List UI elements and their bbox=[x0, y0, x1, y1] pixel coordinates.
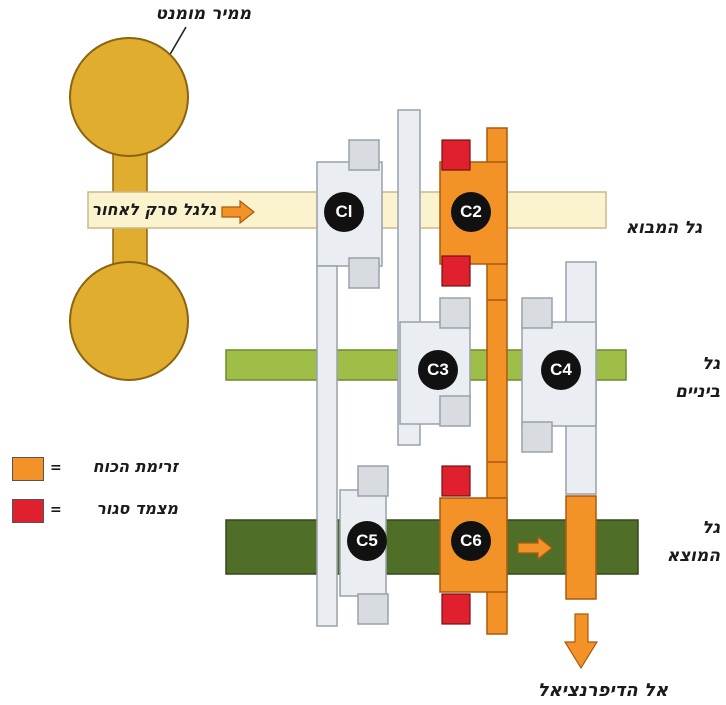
badge-c1: Cl bbox=[324, 192, 364, 232]
legend-locked-clutch-label: מצמד סגור bbox=[96, 499, 178, 518]
label-countershaft: גל ביניים bbox=[675, 350, 720, 406]
label-reverse-idler: גלגל סרק לאחור bbox=[91, 200, 216, 219]
badge-c5: C5 bbox=[347, 521, 387, 561]
badge-c6: C6 bbox=[451, 521, 491, 561]
arrow-right-icon bbox=[221, 199, 255, 225]
legend-power-flow-label: זרימת הכוח bbox=[92, 457, 178, 476]
locked-clutch-blocks bbox=[441, 139, 471, 625]
label-output-shaft-line2: המוצא bbox=[666, 546, 720, 566]
label-input-shaft: גל המבוא bbox=[625, 218, 702, 238]
label-torque-converter: ממיר מומנט bbox=[155, 4, 251, 24]
legend-locked-clutch-swatch bbox=[12, 499, 44, 523]
arrow-right-icon bbox=[517, 535, 553, 561]
label-to-differential: אל הדיפרנציאל bbox=[537, 680, 668, 701]
legend-power-flow-swatch bbox=[12, 457, 44, 481]
badge-c3: C3 bbox=[418, 350, 458, 390]
badge-c2: C2 bbox=[451, 192, 491, 232]
clutch-c4 bbox=[521, 261, 597, 495]
label-countershaft-line2: ביניים bbox=[675, 382, 720, 402]
torque-converter bbox=[69, 26, 189, 381]
arrow-down-icon bbox=[563, 613, 599, 670]
output-flow-segment bbox=[565, 495, 597, 600]
badge-c4: C4 bbox=[541, 350, 581, 390]
label-output-shaft: גל המוצא bbox=[667, 514, 720, 570]
label-output-shaft-line1: גל bbox=[702, 518, 720, 538]
label-countershaft-line1: גל bbox=[702, 354, 720, 374]
legend-separator-2: = bbox=[50, 502, 62, 518]
legend-separator-1: = bbox=[50, 460, 62, 476]
